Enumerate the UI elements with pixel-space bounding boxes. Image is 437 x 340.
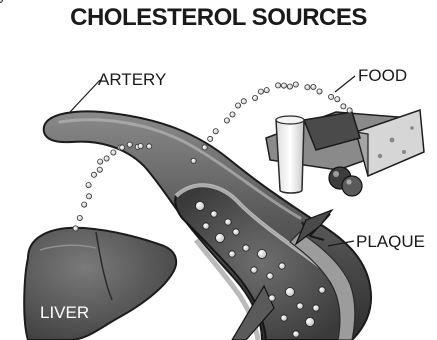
particle — [279, 263, 285, 269]
particle — [211, 211, 217, 217]
particle — [267, 273, 273, 279]
particle — [91, 172, 96, 177]
particle — [213, 129, 218, 134]
particle — [224, 118, 229, 123]
artery-label: ARTERY — [98, 70, 166, 90]
particle — [138, 144, 143, 149]
particle — [311, 84, 316, 89]
particle — [251, 267, 257, 273]
particle — [241, 99, 246, 104]
particle — [269, 295, 275, 301]
particle — [236, 103, 241, 108]
particle — [202, 145, 207, 150]
particle — [86, 194, 91, 199]
particle — [335, 97, 340, 102]
particle — [319, 287, 325, 293]
particle — [82, 202, 87, 207]
particle — [253, 95, 258, 100]
particle — [347, 108, 352, 113]
particle — [293, 331, 299, 337]
diagram-title: CHOLESTEROL SOURCES — [0, 4, 437, 32]
particle — [98, 159, 103, 164]
particle — [104, 156, 109, 161]
particle — [276, 83, 281, 88]
particle — [286, 288, 295, 297]
particle — [305, 85, 310, 90]
particle — [127, 142, 132, 147]
particle — [196, 202, 205, 211]
food-label: FOOD — [358, 66, 407, 86]
particle — [258, 250, 267, 259]
particle — [191, 158, 196, 163]
particle — [0, 0, 2, 2]
particle — [341, 104, 346, 109]
particle — [97, 167, 102, 172]
liver-illustration — [24, 228, 176, 340]
particle — [297, 303, 303, 309]
liver-label: LIVER — [40, 303, 89, 323]
particle — [230, 112, 235, 117]
particle — [111, 150, 116, 155]
particle — [208, 136, 213, 141]
particle — [329, 94, 334, 99]
particle — [306, 318, 315, 327]
particle — [73, 226, 78, 231]
particle — [243, 245, 249, 251]
particle — [313, 305, 319, 311]
particle — [317, 89, 322, 94]
particle — [281, 315, 287, 321]
particle — [264, 88, 269, 93]
particle — [225, 219, 231, 225]
particle — [120, 145, 125, 150]
particle — [258, 89, 263, 94]
particle — [203, 223, 209, 229]
particle — [86, 183, 91, 188]
particle — [281, 83, 286, 88]
particle — [287, 84, 292, 89]
particle — [229, 251, 235, 257]
food-illustration — [266, 110, 424, 196]
particle — [216, 234, 225, 243]
plaque-label: PLAQUE — [356, 232, 425, 252]
particle — [293, 82, 298, 87]
particle — [147, 144, 152, 149]
particle — [77, 215, 82, 220]
particle — [233, 229, 239, 235]
